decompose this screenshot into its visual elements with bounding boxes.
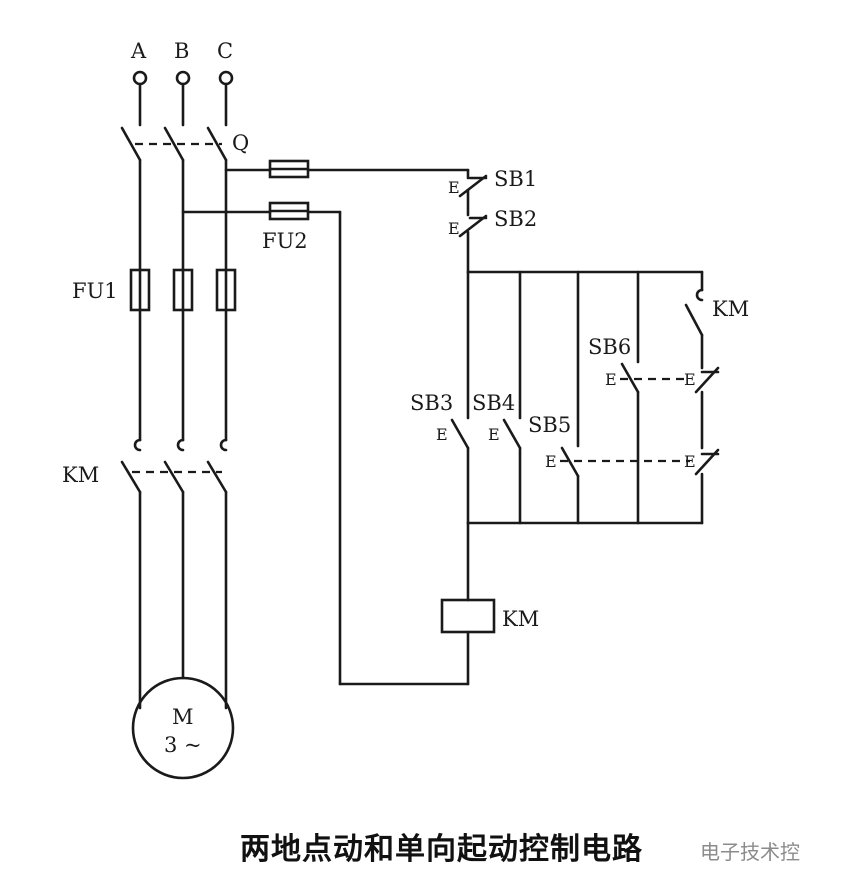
switch-sb2: E SB2 [448, 207, 537, 274]
label-sb5-e: E [545, 452, 557, 471]
km-holding-branch: KM E E [684, 270, 749, 525]
label-sb5: SB5 [528, 413, 571, 437]
switch-q: Q [120, 126, 249, 162]
label-motor-phase: 3 ~ [164, 733, 202, 757]
fuse-fu1: FU1 [72, 268, 237, 312]
switch-sb6: E SB6 [588, 270, 690, 525]
label-sb6-e: E [605, 370, 617, 389]
motor: M 3 ~ [131, 676, 235, 780]
watermark: 电子技术控 [700, 840, 800, 864]
label-phase-b: B [174, 39, 189, 63]
terminal-c [218, 70, 234, 86]
switch-sb4: E SB4 [472, 270, 522, 525]
diagram-caption: 两地点动和单向起动控制电路 [240, 832, 643, 867]
label-sb2-e: E [448, 219, 460, 238]
km-main-contacts: KM [62, 438, 228, 494]
label-sb1: SB1 [494, 167, 537, 191]
label-switch-q: Q [232, 131, 249, 155]
label-phase-a: A [130, 39, 147, 63]
label-sb3: SB3 [410, 391, 453, 415]
label-km-main: KM [62, 463, 99, 487]
label-sb4: SB4 [472, 391, 515, 415]
terminal-b [175, 70, 191, 86]
label-fu2: FU2 [262, 229, 308, 253]
label-sb4-e: E [488, 425, 500, 444]
label-fu1: FU1 [72, 279, 118, 303]
label-phase-c: C [217, 39, 233, 63]
terminal-a [132, 70, 148, 86]
label-sb1-e: E [448, 178, 460, 197]
label-sb3-e: E [436, 425, 448, 444]
label-sb2: SB2 [494, 207, 537, 231]
label-km-aux: KM [712, 297, 749, 321]
switch-sb5: E SB5 [528, 270, 690, 525]
switch-sb1: E SB1 [448, 167, 537, 217]
km-coil: KM [440, 598, 539, 634]
label-sb5-nc-e: E [684, 452, 696, 471]
phase-terminals: A B C [130, 39, 234, 127]
label-km-coil: KM [502, 607, 539, 631]
switch-sb3: E SB3 [410, 270, 470, 525]
label-sb6: SB6 [588, 335, 631, 359]
label-sb6-nc-e: E [684, 370, 696, 389]
label-motor-m: M [172, 705, 194, 729]
